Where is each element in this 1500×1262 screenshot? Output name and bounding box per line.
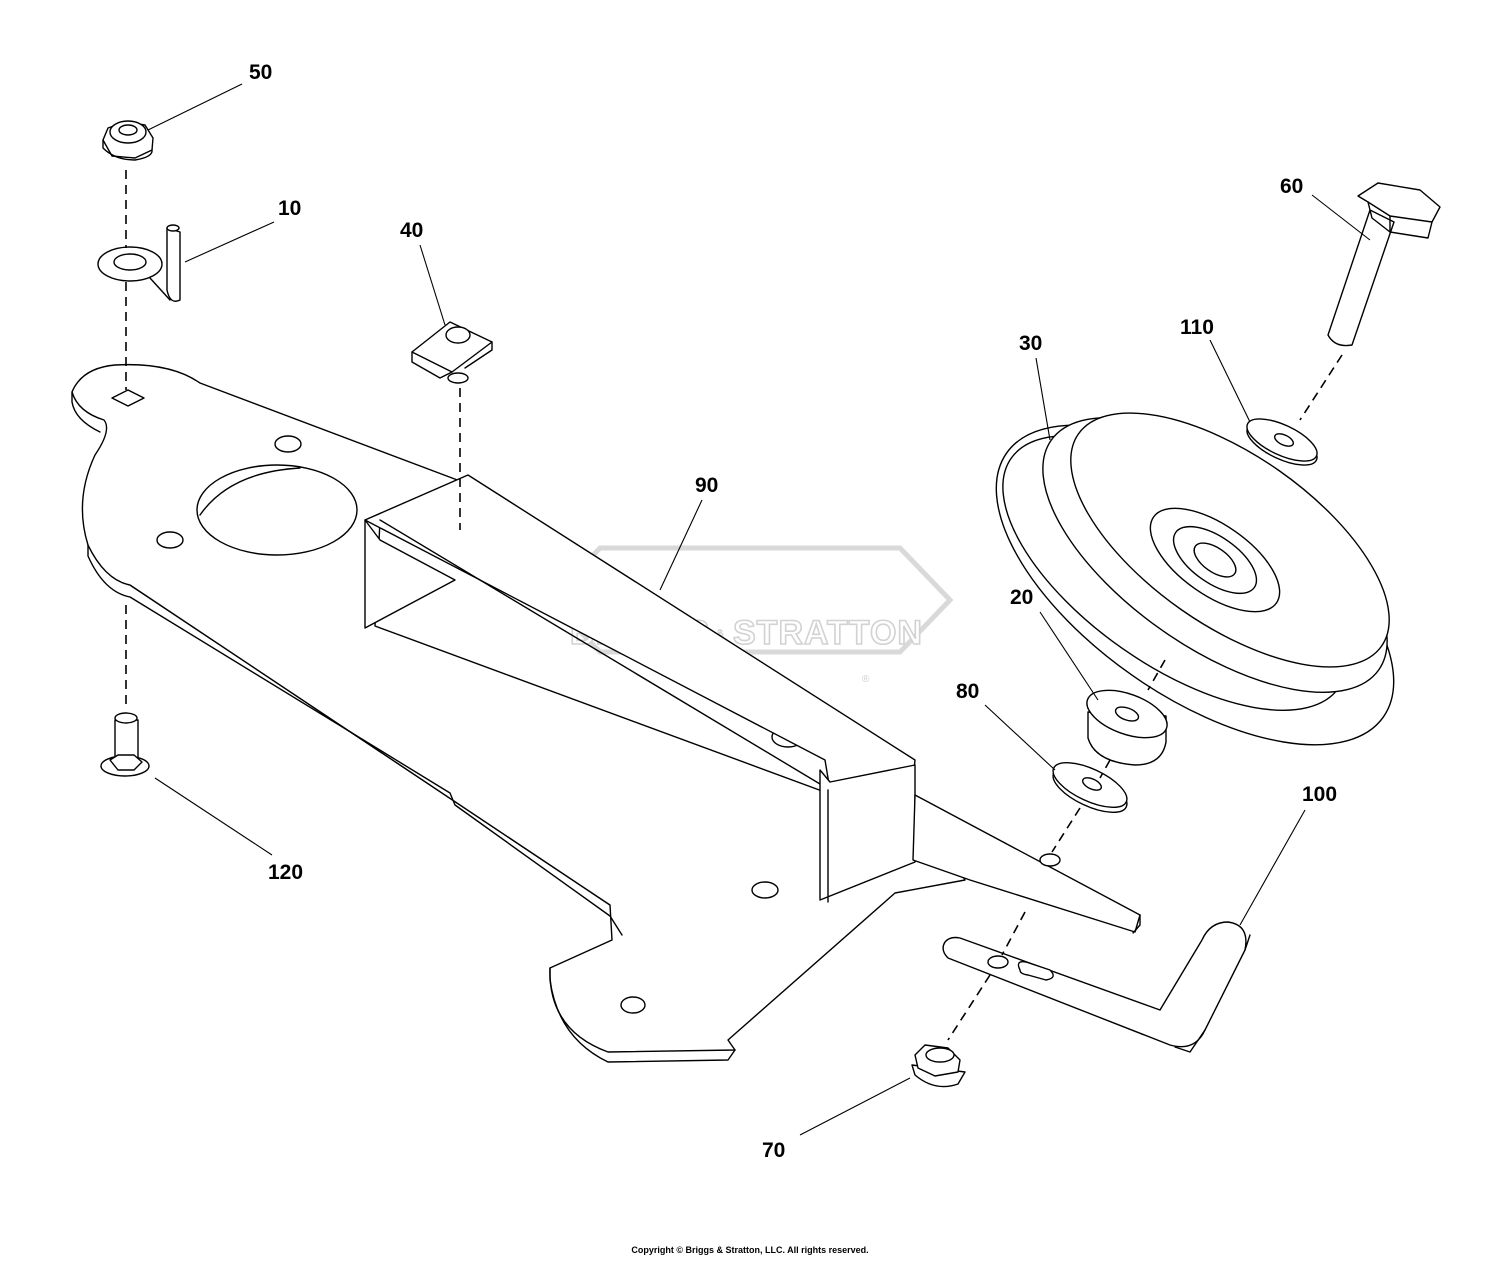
- idler-bracket-part-90: [71, 363, 1141, 1063]
- lock-nut-part-50: [102, 120, 154, 161]
- watermark-right-text: STRATTON: [733, 614, 923, 652]
- callout-110: 110: [1180, 316, 1214, 339]
- callout-50: 50: [249, 61, 272, 84]
- callout-40: 40: [400, 219, 423, 242]
- pulley-part-30: [995, 412, 1395, 746]
- callout-70: 70: [762, 1139, 785, 1162]
- callout-90: 90: [695, 474, 718, 497]
- flange-nut-part-70: [911, 1044, 966, 1088]
- callout-120: 120: [268, 861, 303, 884]
- spacer-part-20: [1086, 689, 1168, 766]
- watermark-registered-mark: ®: [862, 674, 870, 685]
- callout-10: 10: [278, 197, 301, 220]
- callout-100: 100: [1302, 783, 1337, 806]
- watermark-amp-text: &: [716, 627, 724, 641]
- assembly-centerlines: [125, 170, 1343, 1041]
- callout-30: 30: [1019, 332, 1042, 355]
- callout-80: 80: [956, 680, 979, 703]
- callout-20: 20: [1010, 586, 1033, 609]
- callout-labels: 50 10 40 90 30 110 60 20 80 100 120 70: [249, 61, 1337, 1162]
- callout-60: 60: [1280, 175, 1303, 198]
- clip-nut-part-40: [411, 321, 493, 384]
- copyright-notice: Copyright © Briggs & Stratton, LLC. All …: [631, 1245, 869, 1255]
- washer-part-110: [1246, 418, 1318, 466]
- slotted-bracket-part-100: [942, 921, 1251, 1053]
- callout-leaders: [147, 83, 1371, 1136]
- carriage-bolt-part-120: [100, 712, 150, 777]
- eye-pin-part-10: [97, 224, 181, 302]
- washer-part-80: [1052, 762, 1128, 813]
- bolt-part-60: [1327, 182, 1441, 347]
